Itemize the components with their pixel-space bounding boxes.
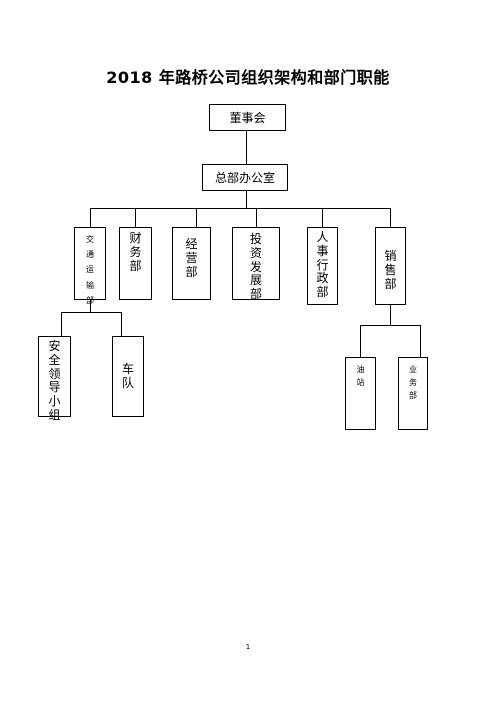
connector-drop-hr xyxy=(322,208,323,227)
connector-office-bus xyxy=(246,190,247,208)
connector-sales-bus xyxy=(360,325,421,326)
node-general-office-label: 总部办公室 xyxy=(214,171,275,185)
page-number: 1 xyxy=(245,643,251,651)
connector-main-bus xyxy=(90,208,390,209)
connector-drop-transport xyxy=(90,208,91,227)
connector-drop-sales xyxy=(390,208,391,227)
node-hr-admin: 人事行政部 xyxy=(307,227,338,305)
connector-drop-finance xyxy=(135,208,136,227)
connector-board-office xyxy=(246,130,247,164)
node-general-office: 总部办公室 xyxy=(202,164,288,191)
connector-drop-investment xyxy=(256,208,257,227)
connector-drop-business xyxy=(420,325,421,357)
connector-transport-down xyxy=(90,299,91,312)
node-safety-group-label: 安全领导小组 xyxy=(48,339,61,422)
node-business-label: 业务部 xyxy=(409,365,417,400)
node-hr-admin-label: 人事行政部 xyxy=(316,230,329,300)
node-business: 业务部 xyxy=(398,357,428,430)
node-operations-label: 经营部 xyxy=(185,237,198,279)
node-investment: 投资发展部 xyxy=(232,227,280,302)
connector-sales-down xyxy=(390,304,391,325)
node-safety-group: 安全领导小组 xyxy=(38,336,71,422)
node-finance: 财务部 xyxy=(119,227,152,300)
node-sales-label: 销售部 xyxy=(384,249,397,291)
node-transport: 交通运输部 xyxy=(74,227,106,305)
node-board: 董事会 xyxy=(209,104,286,131)
node-fleet-label: 车队 xyxy=(121,362,134,390)
node-transport-label: 交通运输部 xyxy=(86,235,94,305)
node-fleet: 车队 xyxy=(112,336,144,417)
connector-drop-gas xyxy=(360,325,361,357)
node-investment-label: 投资发展部 xyxy=(249,232,262,302)
connector-drop-safety xyxy=(61,312,62,336)
connector-drop-fleet xyxy=(121,312,122,336)
node-finance-label: 财务部 xyxy=(129,231,142,273)
node-board-label: 董事会 xyxy=(229,111,266,125)
node-sales: 销售部 xyxy=(375,227,406,305)
node-operations: 经营部 xyxy=(172,227,211,300)
chart-title: 2018 年路桥公司组织架构和部门职能 xyxy=(106,68,390,87)
connector-drop-operations xyxy=(196,208,197,227)
connector-transport-bus xyxy=(61,312,121,313)
node-gas-station: 油站 xyxy=(345,357,376,430)
node-gas-station-label: 油站 xyxy=(356,365,365,387)
